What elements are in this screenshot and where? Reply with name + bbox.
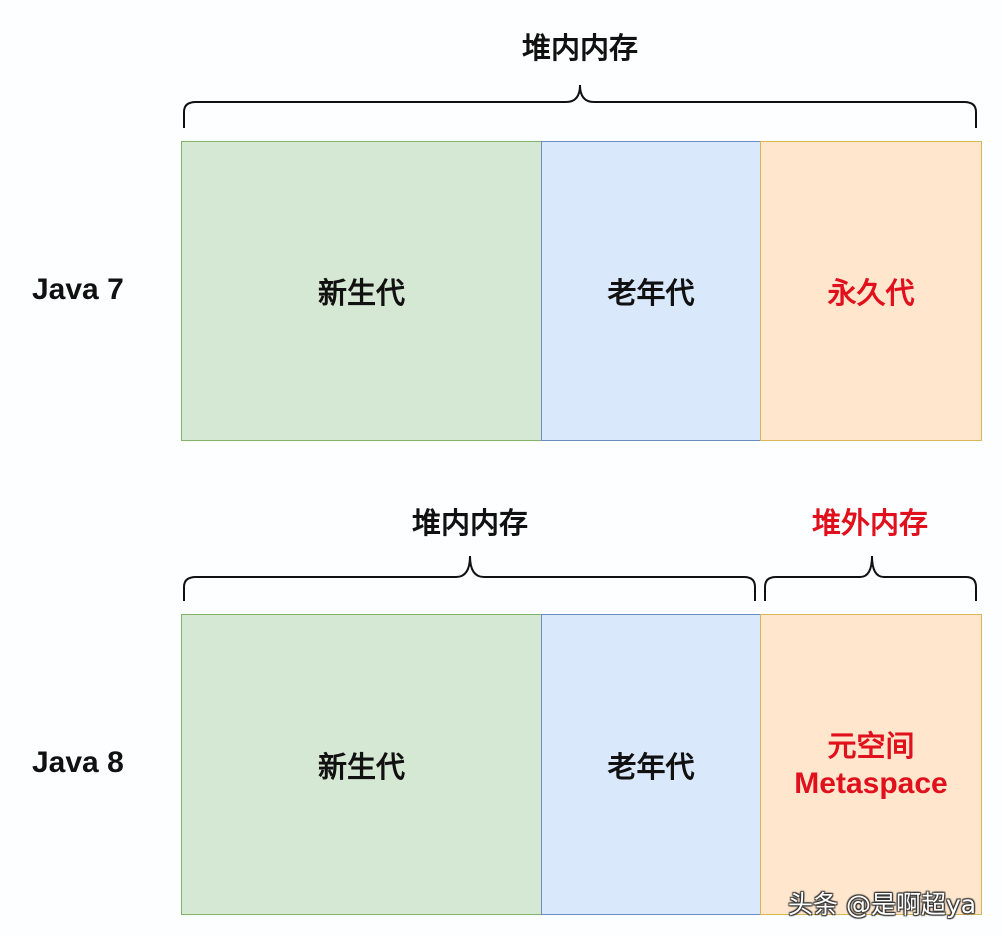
java8-row-label: Java 8 [32,746,124,779]
java8-young-generation-block: 新生代 [181,614,542,915]
java8-off-heap-memory-label: 堆外内存 [811,506,928,540]
java7-young-generation-block: 新生代 [181,141,542,441]
java8-old-generation-block: 老年代 [541,614,761,915]
watermark: 头条 @是啊超ya [788,890,977,919]
java7-row-label: Java 7 [32,273,124,306]
permanent-generation-label: 永久代 [827,276,915,310]
java7-old-generation-block: 老年代 [541,141,761,441]
java7-permanent-generation-block: 永久代 [760,141,982,441]
young-generation-label: 新生代 [317,749,405,784]
metaspace-en-label: Metaspace [794,766,948,800]
metaspace-cn-label: 元空间 [827,728,915,763]
young-generation-label: 新生代 [317,276,405,310]
java7-heap-memory-label: 堆内内存 [521,31,638,65]
java8-heap-memory-label: 堆内内存 [411,506,528,540]
java8-metaspace-block: 元空间 Metaspace [760,614,982,915]
old-generation-label: 老年代 [607,749,695,784]
old-generation-label: 老年代 [607,276,695,310]
